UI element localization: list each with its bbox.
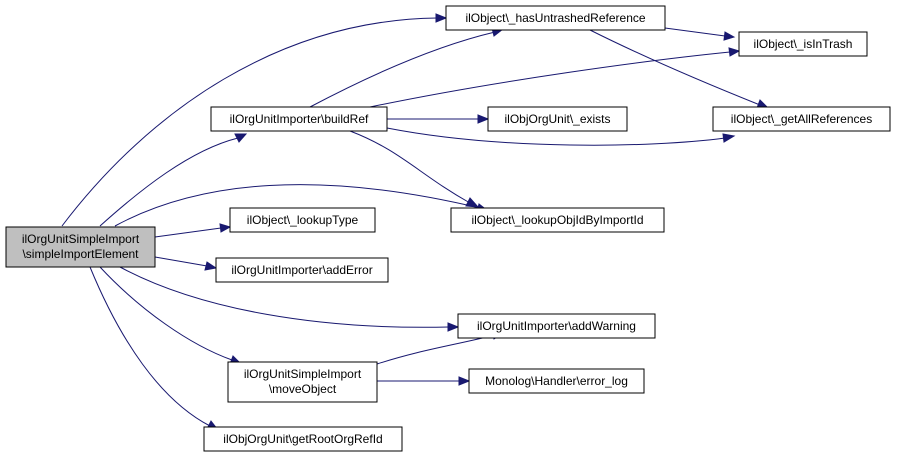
edge-move-object-add-warning [376, 334, 496, 365]
arrowhead [447, 322, 460, 332]
arrowhead [219, 223, 232, 233]
node-is-in-trash[interactable]: ilObject\_isInTrash [738, 31, 868, 57]
node-label: ilObjOrgUnit\getRootOrgRefId [223, 432, 382, 446]
arrowhead [465, 197, 480, 208]
arrowhead [723, 31, 736, 41]
edge-root-has-untrashed [61, 17, 438, 227]
node-error-log[interactable]: Monolog\Handler\error_log [468, 368, 645, 394]
edge-root-move-object [99, 266, 233, 361]
node-label-line1: ilOrgUnitSimpleImport [22, 232, 140, 246]
edge-root-lookup-type [154, 227, 222, 238]
node-add-warning[interactable]: ilOrgUnitImporter\addWarning [457, 313, 656, 339]
edge-root-add-warning [119, 266, 450, 328]
edge-build-ref-is-in-trash [369, 51, 731, 108]
node-label: ilObjOrgUnit\_exists [504, 112, 610, 126]
node-get-all-references[interactable]: ilObject\_getAllReferences [712, 106, 891, 132]
arrowhead [204, 261, 218, 271]
node-label: ilObject\_hasUntrashedReference [465, 11, 645, 25]
node-label: ilObject\_lookupObjIdByImportId [471, 213, 643, 227]
arrowhead [234, 133, 248, 143]
edges [61, 13, 770, 431]
node-move-object[interactable]: ilOrgUnitSimpleImport \moveObject [227, 361, 378, 403]
edge-build-ref-get-all-refs [386, 127, 726, 146]
edge-root-add-error [154, 256, 208, 267]
arrowhead [722, 133, 736, 143]
edge-root-lookup-obj-id [114, 184, 481, 227]
node-label: ilOrgUnitImporter\buildRef [230, 112, 369, 126]
node-label-line2: \simpleImportElement [22, 247, 139, 261]
edge-build-ref-lookup-obj-id [349, 130, 471, 204]
edge-root-build-ref [99, 137, 239, 227]
arrowhead [435, 13, 448, 23]
edge-root-get-root [89, 266, 211, 427]
arrowhead [477, 114, 490, 124]
node-label-line2: \moveObject [269, 382, 337, 396]
edge-has-untrashed-is-in-trash [664, 27, 726, 37]
edge-build-ref-has-untrashed [309, 31, 496, 108]
node-label: ilObject\_isInTrash [754, 37, 853, 51]
node-label: Monolog\Handler\error_log [485, 374, 628, 388]
node-build-ref[interactable]: ilOrgUnitImporter\buildRef [210, 106, 388, 132]
node-label-line1: ilOrgUnitSimpleImport [244, 367, 362, 381]
node-simple-import-element[interactable]: ilOrgUnitSimpleImport \simpleImportEleme… [5, 226, 156, 268]
node-has-untrashed-reference[interactable]: ilObject\_hasUntrashedReference [445, 5, 666, 31]
node-label: ilOrgUnitImporter\addWarning [477, 319, 636, 333]
node-label: ilObject\_getAllReferences [731, 112, 872, 126]
node-lookup-obj-id-by-import-id[interactable]: ilObject\_lookupObjIdByImportId [450, 207, 665, 233]
node-add-error[interactable]: ilOrgUnitImporter\addError [215, 257, 389, 283]
node-label: ilOrgUnitImporter\addError [231, 263, 372, 277]
edge-has-untrashed-get-all-refs [589, 29, 761, 106]
node-get-root-org-ref-id[interactable]: ilObjOrgUnit\getRootOrgRefId [203, 426, 403, 452]
node-exists[interactable]: ilObjOrgUnit\_exists [487, 106, 628, 132]
arrowhead [728, 47, 741, 57]
arrowhead [458, 376, 471, 386]
node-lookup-type[interactable]: ilObject\_lookupType [229, 207, 376, 233]
node-label: ilObject\_lookupType [247, 213, 359, 227]
